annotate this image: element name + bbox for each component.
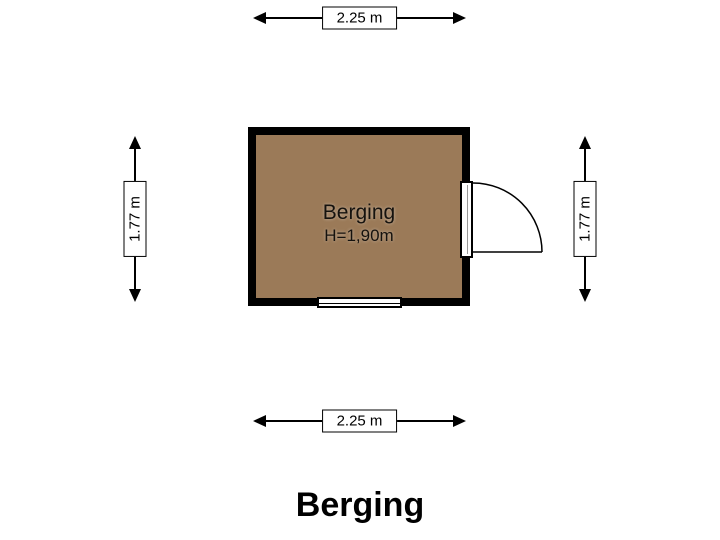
dimension-top: 2.25 m <box>253 6 466 30</box>
dimension-left: 1.77 m <box>123 136 147 302</box>
arrow-right-icon <box>453 415 466 427</box>
page-title: Berging <box>295 486 425 524</box>
door-icon <box>460 181 473 258</box>
arrow-left-icon <box>253 415 266 427</box>
room-height-label: H=1,90m <box>324 226 394 245</box>
arrow-up-icon <box>579 136 591 149</box>
window-icon <box>317 297 402 308</box>
dimension-left-label: 1.77 m <box>123 181 147 257</box>
arrow-up-icon <box>129 136 141 149</box>
dimension-bottom: 2.25 m <box>253 409 466 433</box>
room-label-group: Berging H=1,90m <box>256 201 462 246</box>
dimension-right: 1.77 m <box>573 136 597 302</box>
room-name-label: Berging <box>322 201 396 224</box>
dimension-top-label: 2.25 m <box>321 6 398 30</box>
arrow-right-icon <box>453 12 466 24</box>
arrow-left-icon <box>253 12 266 24</box>
arrow-down-icon <box>579 289 591 302</box>
dimension-right-label: 1.77 m <box>573 181 597 257</box>
dimension-bottom-label: 2.25 m <box>321 409 398 433</box>
arrow-down-icon <box>129 289 141 302</box>
